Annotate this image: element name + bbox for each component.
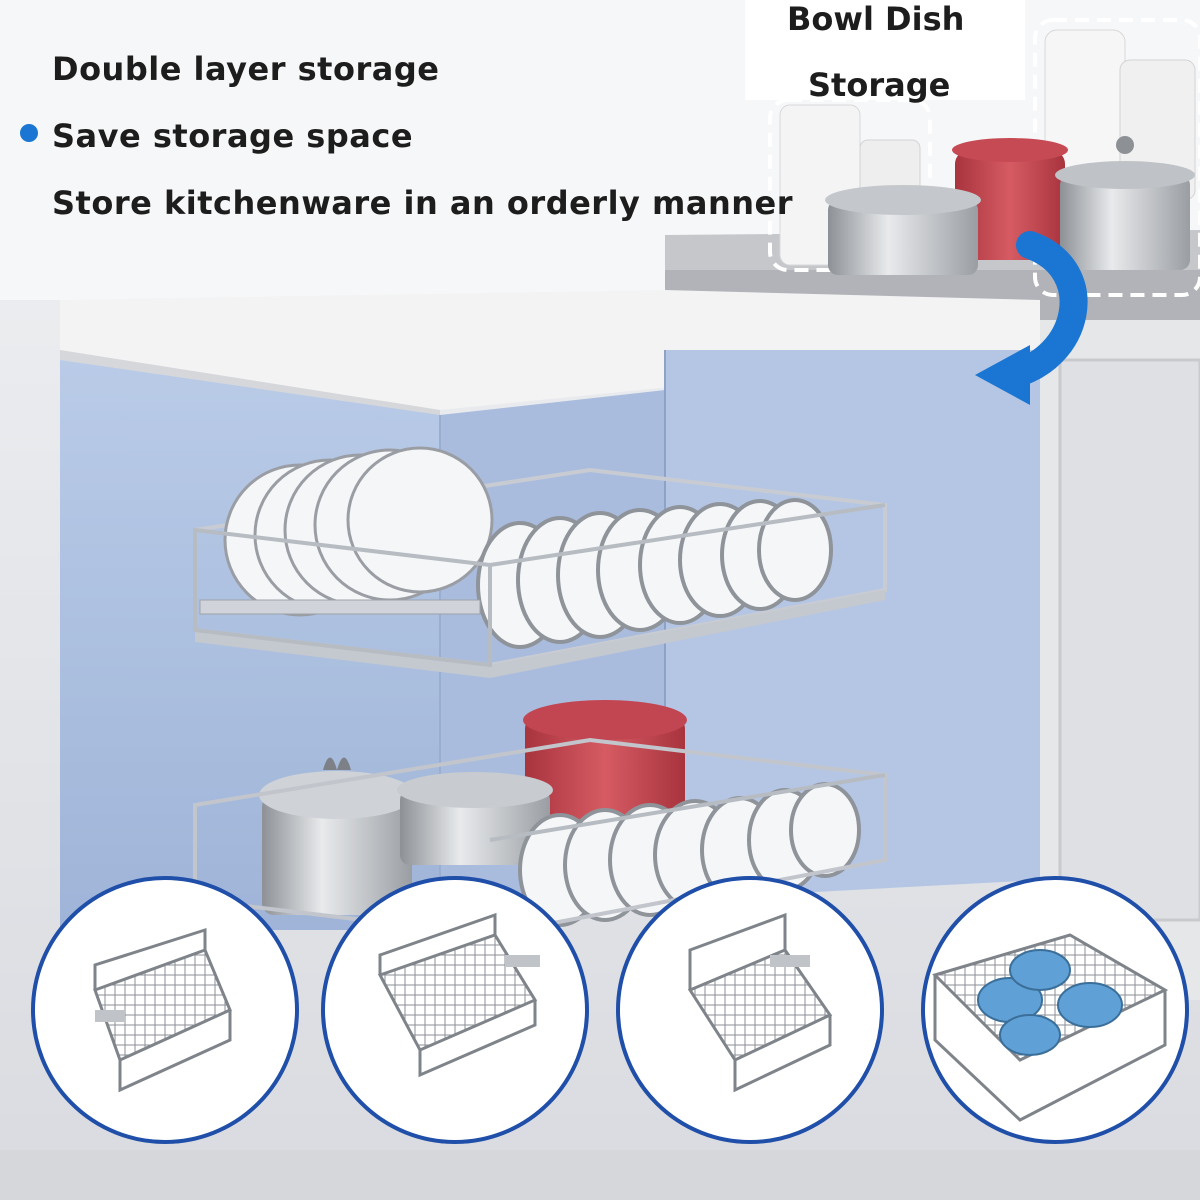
feature-double-layer: Double layer storage	[52, 50, 440, 88]
blue-arrow-icon	[975, 231, 1088, 405]
caption-line-1: Bowl Dish	[787, 0, 965, 38]
plates	[223, 446, 833, 649]
top-pots	[825, 136, 1195, 275]
thumbnail-2	[321, 876, 589, 1144]
bullet-dot-icon	[20, 124, 38, 142]
lower-drawer	[193, 700, 887, 938]
caption-line-2: Storage	[808, 66, 951, 104]
feature-save-space: Save storage space	[52, 117, 414, 155]
thumbnail-3	[616, 876, 884, 1144]
feature-orderly: Store kitchenware in an orderly manner	[52, 184, 794, 222]
upper-drawer	[193, 446, 887, 678]
thumbnail-1	[31, 876, 299, 1144]
caption-box: Bowl Dish Storage	[745, 0, 1025, 104]
thumbnail-4	[921, 876, 1189, 1144]
